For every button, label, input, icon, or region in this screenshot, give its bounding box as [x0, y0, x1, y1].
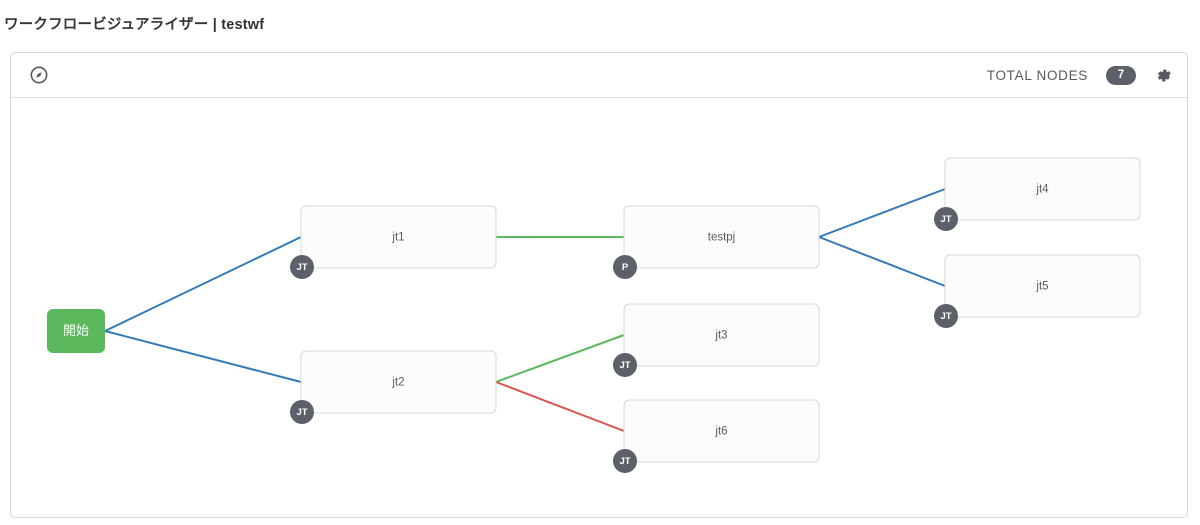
- node-type-badge-label: JT: [619, 360, 630, 371]
- node-body[interactable]: [944, 157, 1141, 221]
- visualizer-toolbar: TOTAL NODES 7: [11, 53, 1187, 98]
- node-body[interactable]: [300, 205, 497, 269]
- edge-jt2-to-jt3[interactable]: [495, 334, 625, 383]
- node-label: 開始: [63, 323, 89, 338]
- node-body[interactable]: [623, 303, 820, 367]
- node-type-badge-label: P: [622, 262, 629, 273]
- node-type-badge[interactable]: [934, 207, 958, 231]
- node-body[interactable]: [623, 205, 820, 269]
- gear-icon[interactable]: [1150, 66, 1173, 85]
- total-nodes-label: TOTAL NODES: [986, 67, 1088, 83]
- edge-start-to-jt2[interactable]: [104, 330, 302, 383]
- node-body[interactable]: [300, 350, 497, 414]
- node-type-badge-label: JT: [619, 456, 630, 467]
- node-label: testpj: [708, 232, 736, 244]
- node-type-badge-label: JT: [940, 311, 951, 322]
- node-label: jt5: [1035, 281, 1048, 293]
- edge-testpj-to-jt5[interactable]: [818, 236, 946, 287]
- node-type-badge[interactable]: [290, 400, 314, 424]
- node-body[interactable]: [47, 309, 105, 353]
- total-nodes-badge: 7: [1106, 65, 1136, 85]
- node-label: jt4: [1035, 184, 1049, 196]
- edge-jt2-to-jt6[interactable]: [495, 381, 625, 432]
- toolbar-right-group: TOTAL NODES 7: [986, 65, 1173, 85]
- node-type-badge[interactable]: [290, 255, 314, 279]
- edge-start-to-jt1[interactable]: [104, 236, 302, 332]
- node-type-badge[interactable]: [613, 255, 637, 279]
- node-body[interactable]: [944, 254, 1141, 318]
- page-title: ワークフロービジュアライザー | testwf: [4, 17, 265, 33]
- node-label: jt1: [391, 232, 404, 244]
- node-label: jt2: [391, 377, 404, 389]
- edge-testpj-to-jt4[interactable]: [818, 188, 946, 238]
- node-type-badge[interactable]: [613, 353, 637, 377]
- node-type-badge-label: JT: [296, 262, 307, 273]
- node-label: jt6: [714, 426, 727, 438]
- node-type-badge[interactable]: [934, 304, 958, 328]
- node-label: jt3: [714, 330, 727, 342]
- edge-layer: [104, 188, 946, 432]
- node-type-badge-label: JT: [940, 214, 951, 225]
- node-type-badge-label: JT: [296, 407, 307, 418]
- compass-icon[interactable]: [29, 65, 49, 85]
- toolbar-left-group: [29, 65, 49, 85]
- node-type-badge[interactable]: [613, 449, 637, 473]
- node-start[interactable]: 開始: [47, 309, 105, 353]
- node-body[interactable]: [623, 399, 820, 463]
